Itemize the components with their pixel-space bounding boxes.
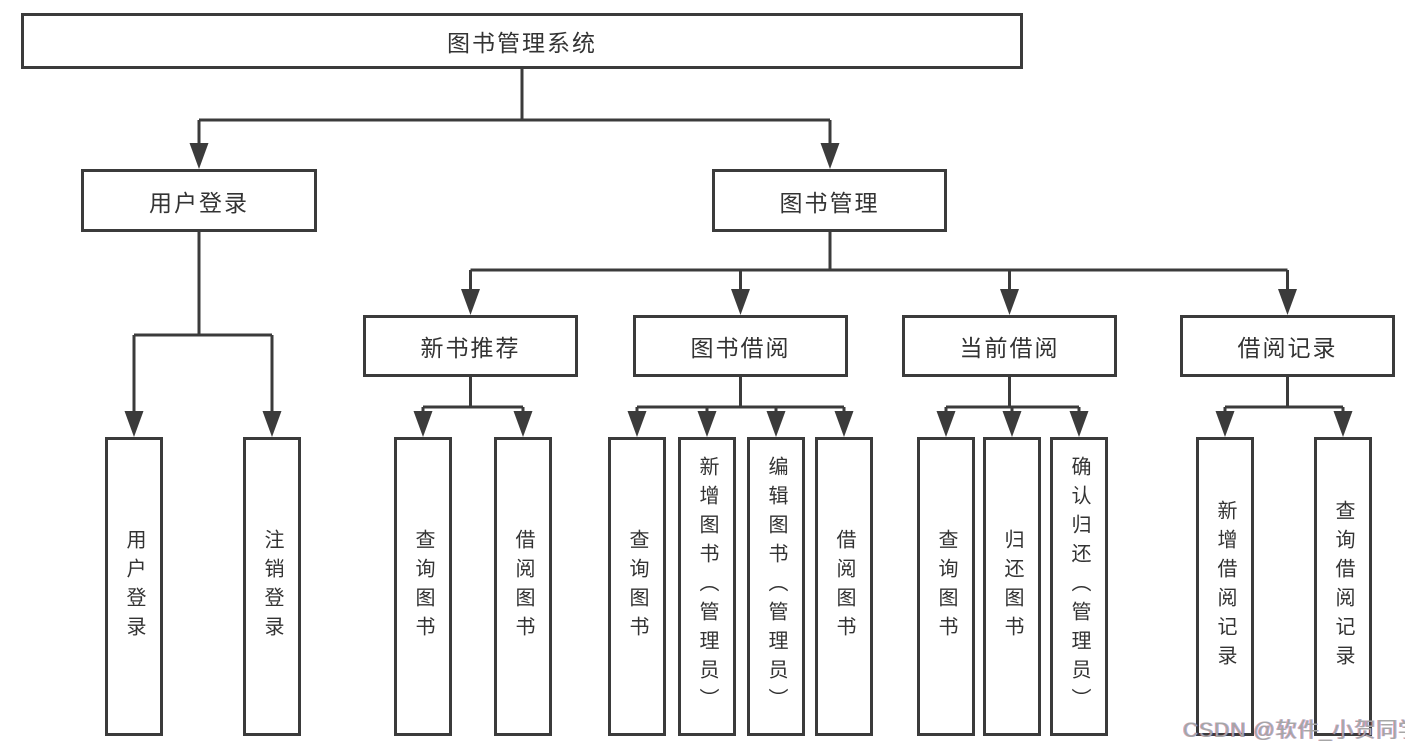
leaf-bb-query-books: 查询图书 (608, 437, 666, 736)
leaf-bb-add-books-admin: 新增图书（管理员） (678, 437, 736, 736)
node-new-book-recommend: 新书推荐 (363, 315, 578, 377)
node-book-borrowing: 图书借阅 (633, 315, 848, 377)
leaf-bb-query-books-label: 查询图书 (626, 528, 648, 645)
node-borrowing-records: 借阅记录 (1180, 315, 1395, 377)
leaf-bb-borrow-books: 借阅图书 (815, 437, 873, 736)
leaf-bb-edit-books-admin: 编辑图书（管理员） (747, 437, 805, 736)
leaf-bb-borrow-books-label: 借阅图书 (833, 528, 855, 645)
leaf-nb-borrow-books: 借阅图书 (494, 437, 552, 736)
leaf-cb-confirm-return-admin: 确认归还（管理员） (1050, 437, 1108, 736)
leaf-logout: 注销登录 (243, 437, 301, 736)
leaf-bb-add-books-admin-label: 新增图书（管理员） (696, 456, 718, 717)
leaf-nb-borrow-books-label: 借阅图书 (512, 528, 534, 645)
node-user-login: 用户登录 (81, 169, 317, 232)
leaf-br-add-record-label: 新增借阅记录 (1214, 499, 1236, 674)
csdn-watermark: CSDN @软件_小贺同学 (1183, 719, 1405, 742)
leaf-bb-edit-books-admin-label: 编辑图书（管理员） (765, 456, 787, 717)
leaf-user-login-label: 用户登录 (123, 528, 145, 645)
node-root: 图书管理系统 (21, 13, 1023, 69)
leaf-cb-query-books-label: 查询图书 (935, 528, 957, 645)
node-current-borrowing: 当前借阅 (902, 315, 1117, 377)
leaf-nb-query-books: 查询图书 (394, 437, 452, 736)
leaf-user-login: 用户登录 (105, 437, 163, 736)
leaf-br-query-record-label: 查询借阅记录 (1332, 499, 1354, 674)
leaf-cb-return-books: 归还图书 (983, 437, 1041, 736)
leaf-cb-query-books: 查询图书 (917, 437, 975, 736)
leaf-cb-return-books-label: 归还图书 (1001, 528, 1023, 645)
leaf-logout-label: 注销登录 (261, 528, 283, 645)
node-book-management: 图书管理 (712, 169, 947, 232)
leaf-nb-query-books-label: 查询图书 (412, 528, 434, 645)
leaf-br-add-record: 新增借阅记录 (1196, 437, 1254, 736)
leaf-br-query-record: 查询借阅记录 (1314, 437, 1372, 736)
leaf-cb-confirm-return-admin-label: 确认归还（管理员） (1068, 456, 1090, 717)
